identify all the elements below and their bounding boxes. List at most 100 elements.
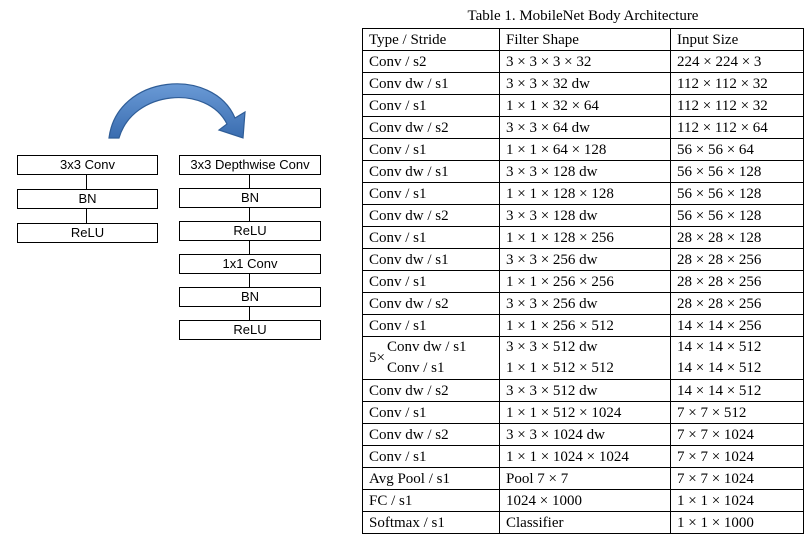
right-block-relu-1: ReLU (179, 221, 321, 241)
right-block-depthwise-conv: 3x3 Depthwise Conv (179, 155, 321, 175)
connector (249, 241, 250, 254)
input-cell: 7 × 7 × 1024 (670, 445, 804, 468)
type-cell: Conv dw / s2 (362, 423, 500, 446)
filter-cell: 3 × 3 × 128 dw (499, 204, 671, 227)
left-block-bn: BN (17, 189, 158, 209)
left-block-relu: ReLU (17, 223, 158, 243)
header-input-size: Input Size (670, 28, 804, 51)
type-cell: Conv dw / s1 (362, 160, 500, 183)
repeat-type-line: Conv / s1 (386, 360, 445, 376)
repeat-multiplier: 5× (369, 350, 385, 366)
repeat-filters-line: 3 × 3 × 512 dw (506, 339, 598, 355)
type-cell: Conv / s1 (362, 138, 500, 161)
filter-cell: 3 × 3 × 1024 dw (499, 423, 671, 446)
type-cell: Conv / s1 (362, 401, 500, 424)
type-cell: Conv / s1 (362, 182, 500, 205)
architecture-table: Type / Stride Filter Shape Input Size Co… (362, 28, 804, 534)
repeat-inputs-line: 14 × 14 × 512 (677, 339, 762, 355)
right-block-pointwise-conv: 1x1 Conv (179, 254, 321, 274)
filter-cell: 1 × 1 × 256 × 512 (499, 314, 671, 337)
filter-cell: 1 × 1 × 256 × 256 (499, 270, 671, 293)
type-cell: Conv dw / s2 (362, 116, 500, 139)
input-cell: 56 × 56 × 64 (670, 138, 804, 161)
input-cell: 56 × 56 × 128 (670, 204, 804, 227)
connector (86, 175, 87, 189)
connector (249, 175, 250, 188)
filter-cell: 3 × 3 × 32 dw (499, 72, 671, 95)
repeat-types: Conv dw / s1 Conv / s1 (387, 337, 467, 379)
filter-cell: 3 × 3 × 128 dw (499, 160, 671, 183)
right-block-bn-2: BN (179, 287, 321, 307)
input-cell: 112 × 112 × 32 (670, 72, 804, 95)
filter-cell: 1 × 1 × 128 × 128 (499, 182, 671, 205)
filter-cell: 3 × 3 × 512 dw (499, 379, 671, 402)
left-block-conv: 3x3 Conv (17, 155, 158, 175)
right-block-relu-2: ReLU (179, 320, 321, 340)
input-cell: 1 × 1 × 1024 (670, 489, 804, 512)
connector (86, 209, 87, 223)
filter-cell: 3 × 3 × 256 dw (499, 292, 671, 315)
type-cell: Conv / s1 (362, 94, 500, 117)
type-cell: Conv dw / s2 (362, 379, 500, 402)
filter-cell: 3 × 3 × 64 dw (499, 116, 671, 139)
filter-cell: 3 × 3 × 256 dw (499, 248, 671, 271)
type-cell: Conv dw / s2 (362, 204, 500, 227)
filter-cell: 1 × 1 × 64 × 128 (499, 138, 671, 161)
filter-cell: 1 × 1 × 512 × 1024 (499, 401, 671, 424)
input-cell: 14 × 14 × 256 (670, 314, 804, 337)
repeat-type-line: Conv dw / s1 (386, 339, 467, 355)
filter-cell: Classifier (499, 511, 671, 534)
type-cell: Conv / s2 (362, 50, 500, 73)
input-cell: 7 × 7 × 1024 (670, 467, 804, 490)
input-cell: 28 × 28 × 128 (670, 226, 804, 249)
input-cell: 112 × 112 × 64 (670, 116, 804, 139)
filter-cell: 3 × 3 × 3 × 32 (499, 50, 671, 73)
type-cell: Softmax / s1 (362, 511, 500, 534)
curved-arrow-icon (108, 83, 246, 139)
table-header-row: Type / Stride Filter Shape Input Size (362, 28, 804, 51)
table-caption: Table 1. MobileNet Body Architecture (467, 8, 699, 24)
input-cell: 7 × 7 × 1024 (670, 423, 804, 446)
input-cell: 28 × 28 × 256 (670, 270, 804, 293)
input-cell: 1 × 1 × 1000 (670, 511, 804, 534)
type-cell: Conv dw / s2 (362, 292, 500, 315)
input-cell: 56 × 56 × 128 (670, 182, 804, 205)
filter-cell: Pool 7 × 7 (499, 467, 671, 490)
architecture-diagram: 3x3 Conv BN ReLU 3x3 Depthwise Conv BN R… (0, 0, 350, 534)
type-cell: Conv / s1 (362, 445, 500, 468)
type-cell: Conv dw / s1 (362, 248, 500, 271)
connector (249, 307, 250, 320)
filter-cell: 1 × 1 × 1024 × 1024 (499, 445, 671, 468)
input-cell: 56 × 56 × 128 (670, 160, 804, 183)
connector (249, 274, 250, 287)
filter-cell: 1 × 1 × 128 × 256 (499, 226, 671, 249)
type-cell: Avg Pool / s1 (362, 467, 500, 490)
type-cell: Conv / s1 (362, 226, 500, 249)
filter-cell: 1024 × 1000 (499, 489, 671, 512)
type-cell: 5×Conv dw / s1 Conv / s1 (362, 336, 500, 380)
input-cell: 7 × 7 × 512 (670, 401, 804, 424)
type-cell: Conv / s1 (362, 314, 500, 337)
input-cell: 112 × 112 × 32 (670, 94, 804, 117)
